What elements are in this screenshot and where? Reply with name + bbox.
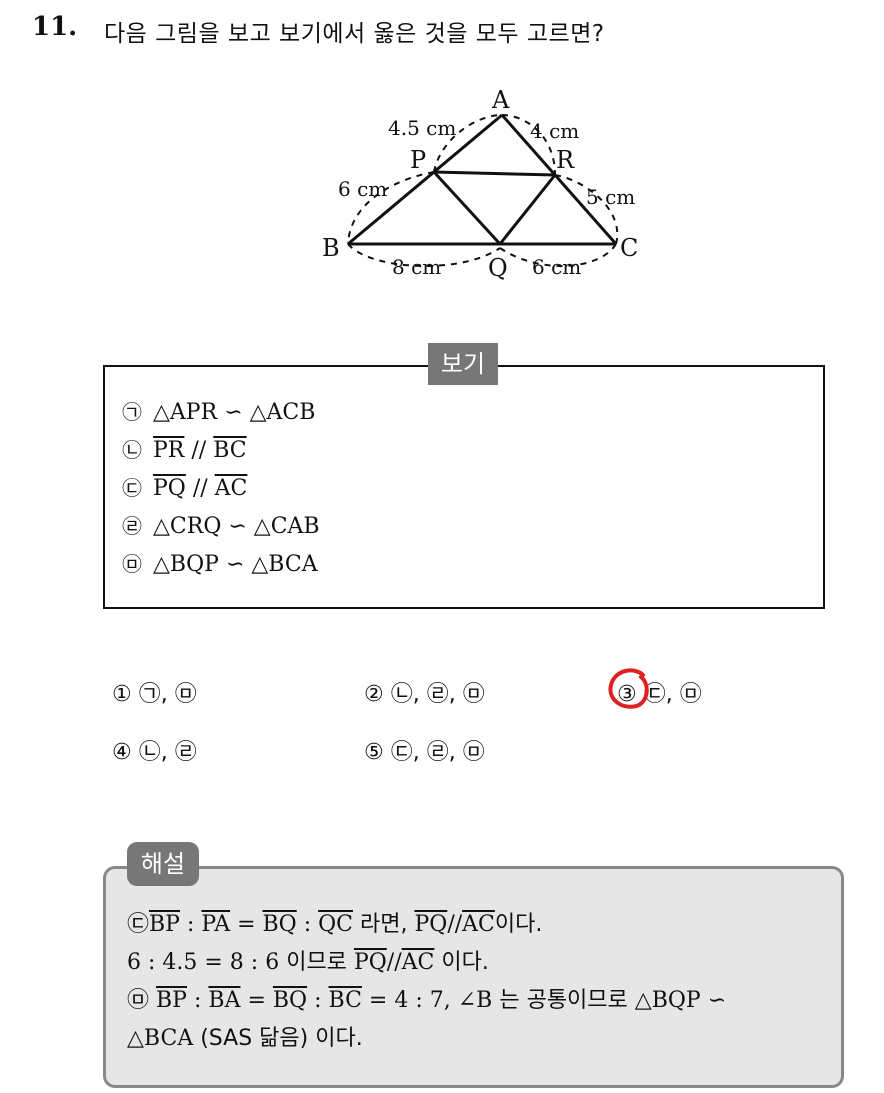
length-ar: 4 cm (530, 119, 579, 143)
bogi-mark: ㉣ (122, 514, 142, 538)
choice-text: ㉡, ㉣, ㉤ (390, 682, 485, 707)
choice-1[interactable]: ① ㉠, ㉤ (112, 676, 197, 708)
side-ac (500, 114, 618, 245)
selected-answer-circle-icon (608, 668, 649, 709)
solution-box (103, 866, 844, 1088)
segment-pr (433, 170, 556, 177)
choice-4[interactable]: ④ ㉡, ㉣ (112, 734, 197, 766)
bogi-mark: ㉡ (122, 438, 142, 462)
label-c: C (620, 234, 638, 262)
arc-ar (501, 114, 556, 176)
bogi-mark: ㉠ (122, 400, 142, 424)
label-r: R (556, 146, 575, 174)
question-text: 다음 그림을 보고 보기에서 옳은 것을 모두 고르면? (104, 21, 605, 47)
length-ap: 4.5 cm (388, 116, 456, 140)
choice-number: ② (364, 682, 384, 707)
choice-text: ㉠, ㉤ (138, 682, 197, 707)
arc-rc (554, 174, 619, 245)
bogi-item-5: ㉤ △BQP ∽ △BCA (122, 552, 318, 577)
label-p: P (410, 146, 426, 174)
length-bq: 8 cm (392, 255, 441, 279)
choice-number: ⑤ (364, 740, 384, 765)
choice-number: ④ (112, 740, 132, 765)
bogi-title: 보기 (428, 343, 498, 385)
segment-pq (432, 170, 502, 246)
length-qc: 6 cm (532, 255, 581, 279)
choice-number: ③ (617, 682, 637, 707)
length-pb: 6 cm (338, 177, 387, 201)
arc-qc (499, 243, 617, 267)
question-number: 11. (32, 12, 78, 42)
solution-line-4: △BCA (SAS 닮음) 이다. (127, 1026, 363, 1051)
bogi-mark: ㉢ (122, 476, 142, 500)
bogi-item-1: ㉠ △APR ∽ △ACB (122, 400, 316, 425)
choice-3[interactable]: ③ ㉢, ㉤ (617, 676, 702, 708)
solution-line-1: ㉢BP : PA = BQ : QC 라면, PQ//AC이다. (127, 912, 543, 937)
bogi-item-3: ㉢ PQ // AC (122, 476, 248, 501)
choice-text: ㉡, ㉣ (138, 740, 197, 765)
side-ab (347, 113, 503, 246)
label-a: A (491, 86, 510, 114)
arc-pb (347, 171, 435, 245)
bogi-item-2: ㉡ PR // BC (122, 438, 247, 463)
solution-title: 해설 (127, 842, 199, 886)
label-q: Q (488, 254, 508, 282)
choice-text: ㉢, ㉤ (643, 682, 702, 707)
choice-2[interactable]: ② ㉡, ㉣, ㉤ (364, 676, 485, 708)
label-b: B (322, 234, 340, 262)
triangle-figure: A P R B Q C 4.5 cm 4 cm 6 cm 5 cm 8 cm 6… (322, 86, 638, 282)
arc-ap (433, 114, 503, 173)
choice-text: ㉢, ㉣, ㉤ (390, 740, 485, 765)
bogi-mark: ㉤ (122, 552, 142, 576)
solution-line-2: 6 : 4.5 = 8 : 6 이므로 PQ//AC 이다. (127, 950, 489, 975)
length-rc: 5 cm (586, 185, 635, 209)
bogi-item-4: ㉣ △CRQ ∽ △CAB (122, 514, 320, 539)
segment-rq (498, 174, 557, 245)
choice-5[interactable]: ⑤ ㉢, ㉣, ㉤ (364, 734, 485, 766)
solution-line-3: ㉤ BP : BA = BQ : BC = 4 : 7, ∠B 는 공통이므로 … (127, 988, 727, 1013)
arc-bq (347, 243, 501, 267)
choice-number: ① (112, 682, 132, 707)
